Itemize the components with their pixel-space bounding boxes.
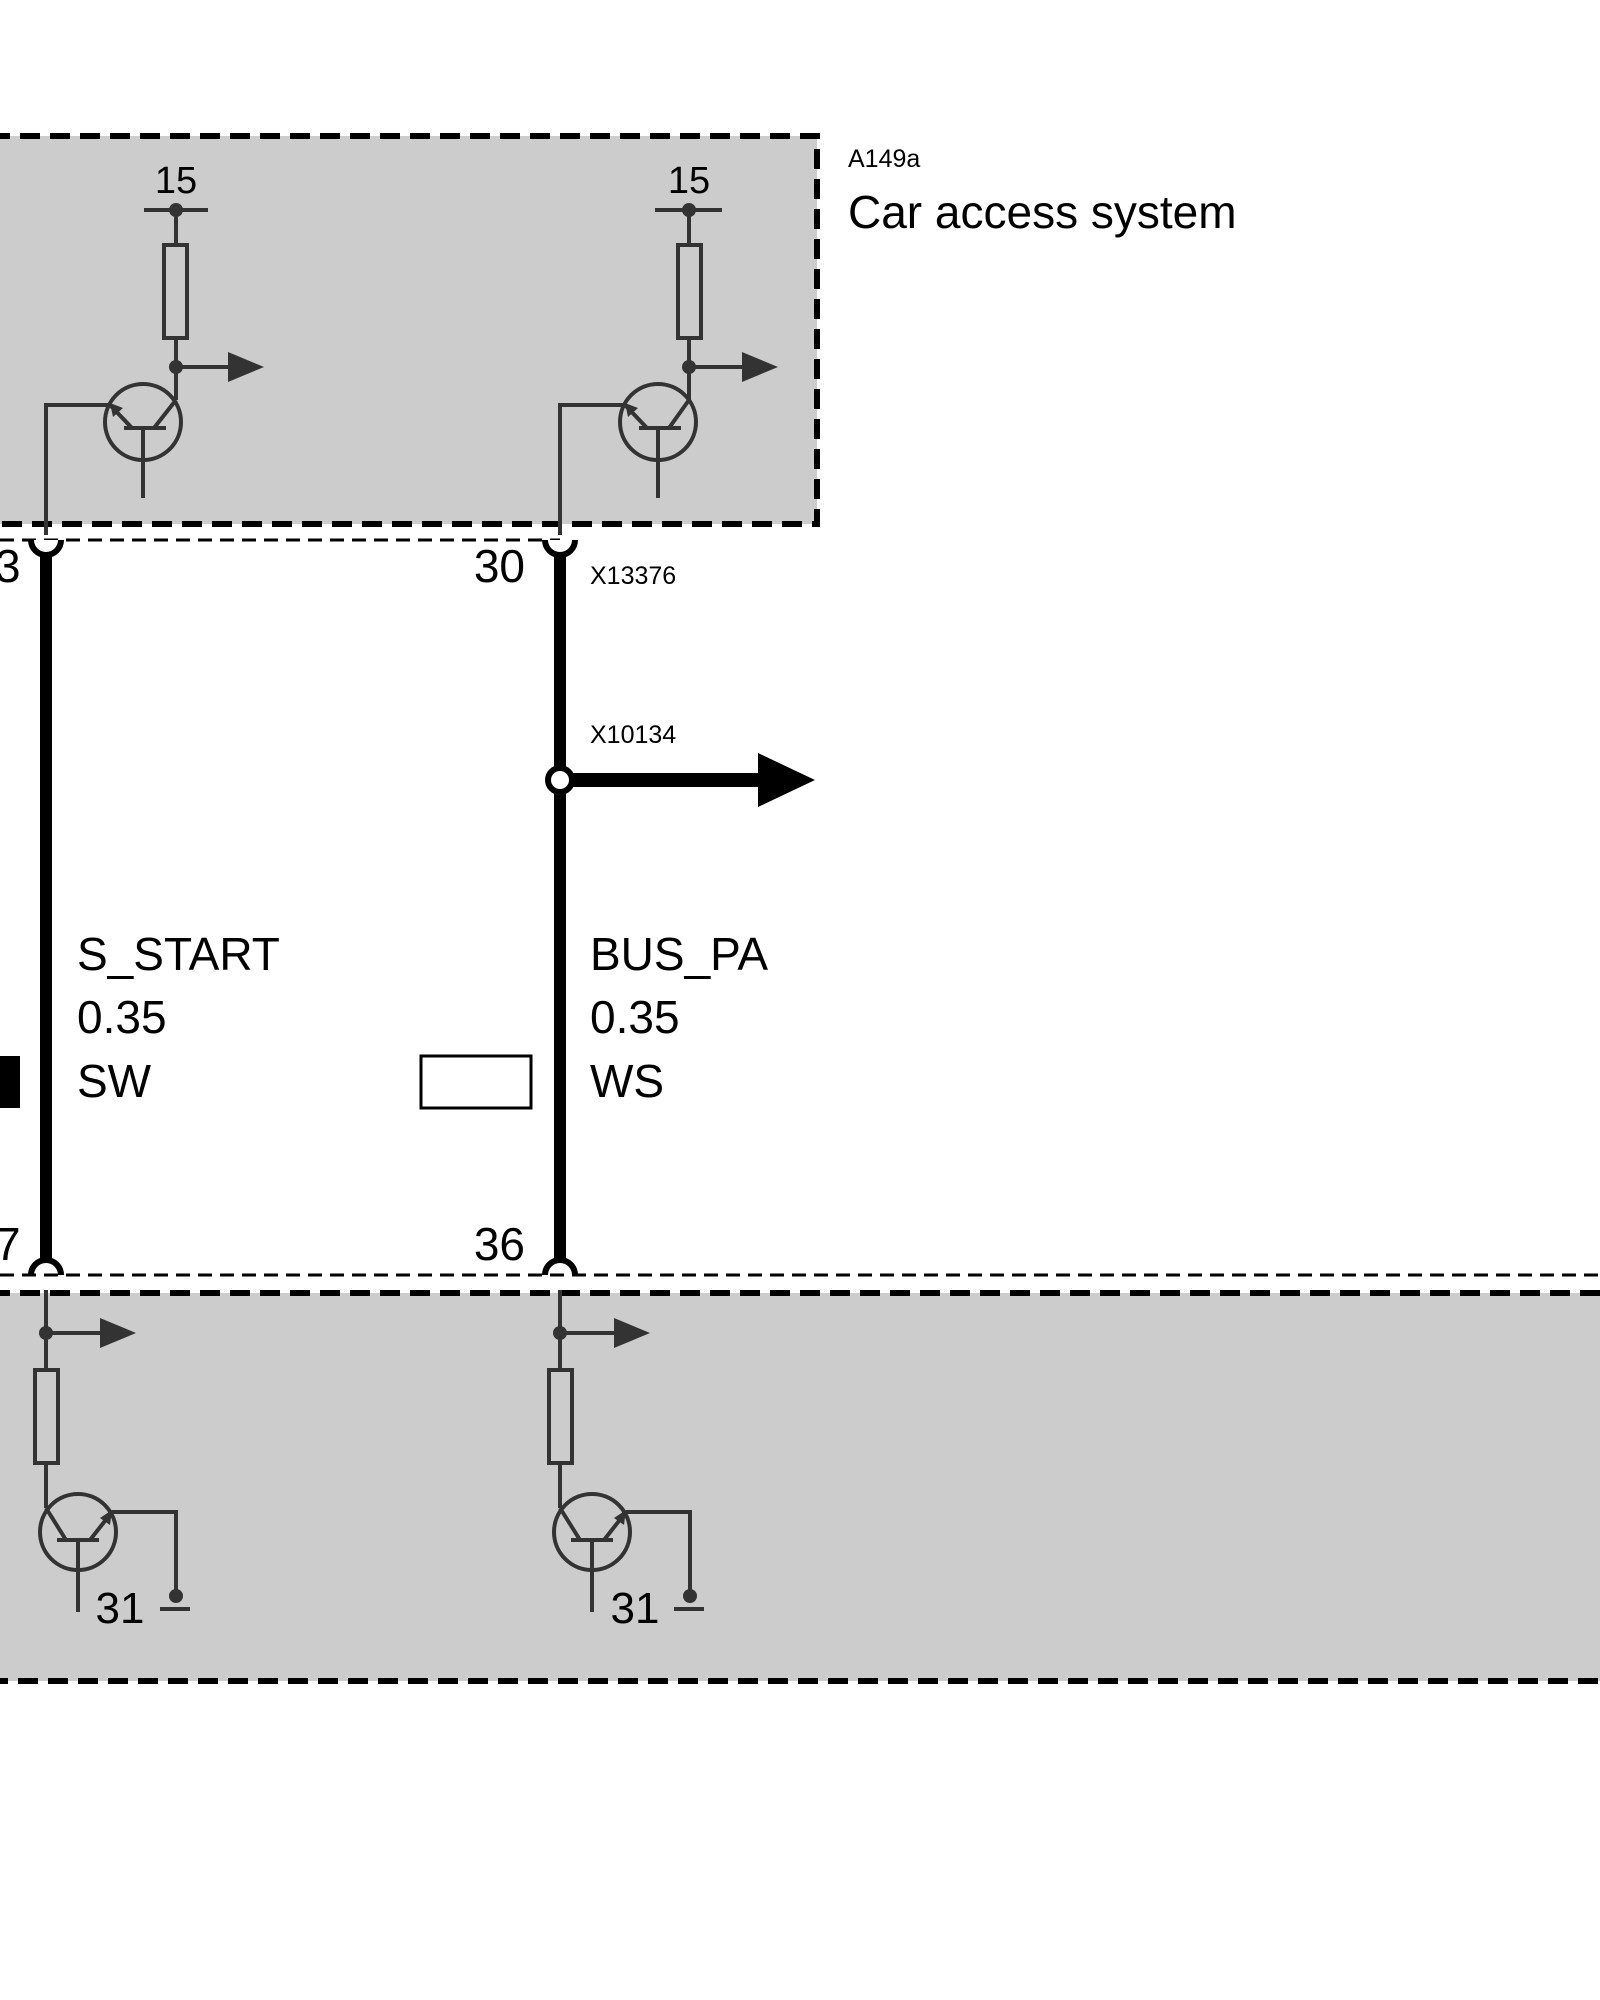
connector-label-top: X13376 [590,562,676,590]
pin-number-bottom-right: 36 [474,1218,525,1270]
pin-number-top-left: 3 [0,540,21,592]
wire-signal-right: BUS_PA [590,928,768,980]
ground-label-left: 31 [96,1584,145,1633]
pin-terminal [542,539,578,558]
ground-label-right: 31 [611,1584,660,1633]
wire-color-right: WS [590,1055,664,1107]
input-stage-left [33,1290,190,1612]
signal-arrow-icon [614,1318,650,1348]
wire-color-left: SW [77,1055,152,1107]
signal-arrow-icon [100,1318,136,1348]
signal-arrow-icon [228,352,264,382]
wire-signal-left: S_START [77,928,280,980]
pin-number-bottom-left: 7 [0,1218,21,1270]
splice-arrow-icon [758,753,815,807]
pin-number-top-right: 30 [474,540,525,592]
splice-node [545,765,575,795]
wire-size-left: 0.35 [77,991,167,1043]
ground-node [169,1589,183,1603]
wire-harness: 3 30 X13376 X10134 S_START 0.35 SW BUS_P… [0,539,815,1276]
wire-color-swatch-black [0,1056,20,1108]
output-stage-left [44,203,264,535]
pin-terminal [28,539,64,558]
wire-size-right: 0.35 [590,991,680,1043]
module-car-access-system: 15 15 A149a Car access system [0,133,1237,542]
connector-label-splice: X10134 [590,721,676,749]
pin-terminal [28,1257,64,1276]
wire-color-swatch-white [419,1054,533,1110]
output-stage-right [558,203,778,535]
module-name: Car access system [848,186,1237,238]
signal-arrow-icon [742,352,778,382]
pin-terminal [542,1257,578,1276]
input-stage-right [547,1290,704,1612]
module-bottom: 31 31 [0,1273,1600,1684]
ground-node [683,1589,697,1603]
supply-label-right: 15 [668,160,710,202]
module-id: A149a [848,145,920,173]
module-bottom-boundary [0,1290,1600,1684]
supply-label-left: 15 [155,160,197,202]
